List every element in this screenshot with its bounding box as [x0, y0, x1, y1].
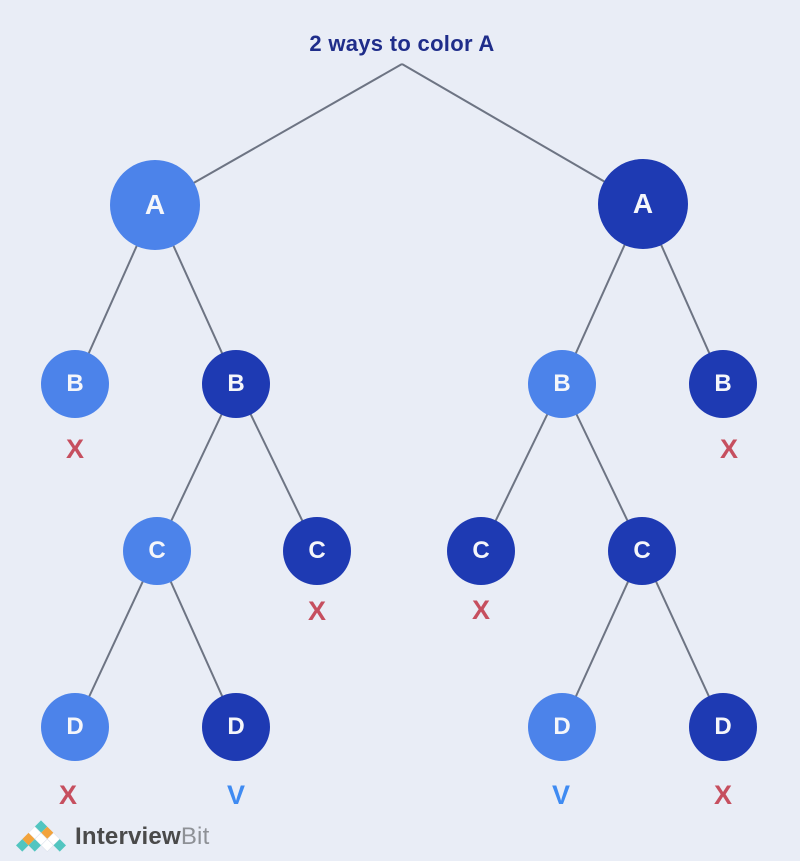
diagram-title: 2 ways to color A [309, 31, 495, 56]
logo-brand-secondary: Bit [180, 823, 210, 850]
node-label: A [632, 188, 654, 219]
node-label: B [553, 370, 571, 397]
node-right-b-right: B [689, 350, 757, 418]
interviewbit-logo-text: InterviewBit [75, 820, 209, 854]
interviewbit-logo: InterviewBit [16, 820, 209, 854]
node-right-d-right: D [689, 693, 757, 761]
node-left-b-right: B [202, 350, 270, 418]
node-label: B [66, 370, 84, 397]
interviewbit-logo-mark [16, 820, 66, 852]
node-right-b-left: B [528, 350, 596, 418]
node-right-a: A [598, 159, 688, 249]
mark-right-d-right: X [713, 780, 732, 810]
logo-brand-primary: Interview [75, 823, 181, 850]
tree-edge [154, 63, 403, 206]
node-right-c-right: C [608, 517, 676, 585]
node-label: A [144, 189, 166, 220]
node-label: B [227, 370, 245, 397]
node-left-c-right: C [283, 517, 351, 585]
node-label: D [227, 713, 245, 740]
mark-left-c-right: X [307, 596, 326, 626]
node-label: C [472, 537, 490, 564]
node-left-d-left: D [41, 693, 109, 761]
mark-right-c-left: X [471, 595, 490, 625]
node-label: D [66, 713, 84, 740]
node-label: D [553, 713, 571, 740]
mark-left-b-left: X [65, 434, 84, 464]
node-label: D [714, 713, 732, 740]
node-left-a: A [110, 160, 200, 250]
node-label: C [308, 537, 326, 564]
mark-left-d-left: X [58, 780, 77, 810]
mark-right-d-left: V [551, 780, 570, 810]
node-left-b-left: B [41, 350, 109, 418]
tree-edge [401, 63, 644, 205]
mark-right-b-right: X [719, 434, 738, 464]
node-right-c-left: C [447, 517, 515, 585]
mark-left-d-right: V [226, 780, 245, 810]
node-label: B [714, 370, 732, 397]
node-left-c-left: C [123, 517, 191, 585]
node-label: C [633, 537, 651, 564]
node-right-d-left: D [528, 693, 596, 761]
node-left-d-right: D [202, 693, 270, 761]
node-label: C [148, 537, 166, 564]
